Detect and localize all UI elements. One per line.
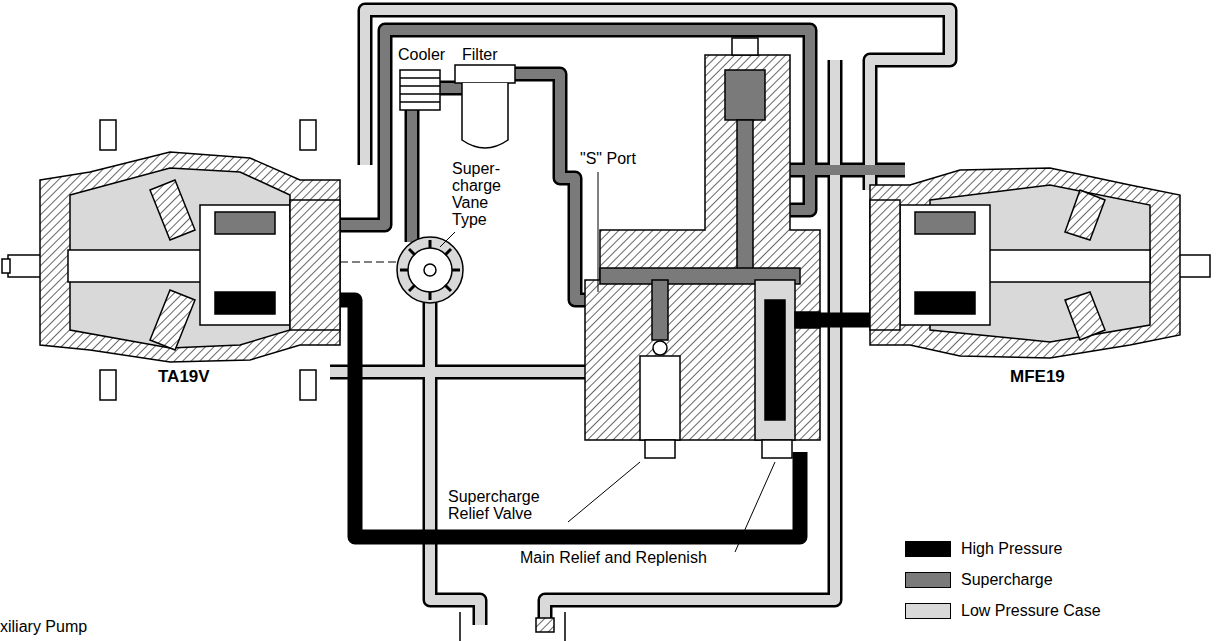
leader-line xyxy=(440,172,775,552)
figure-caption: xiliary Pump xyxy=(0,618,87,635)
component-label: Cooler xyxy=(398,46,445,63)
vane-pump xyxy=(397,237,463,303)
part-name: MFE19 xyxy=(1010,368,1065,385)
legend-row: Supercharge xyxy=(905,571,1053,589)
port-label: "S" Port xyxy=(580,150,636,167)
low-pressure-pipe xyxy=(330,10,950,625)
valve-manifold xyxy=(585,38,820,458)
filter xyxy=(455,65,515,148)
motor-body xyxy=(870,168,1210,358)
legend-text: Low Pressure Case xyxy=(961,602,1101,620)
pump-body xyxy=(2,120,340,400)
component-label: Filter xyxy=(462,46,498,63)
pipe-outline xyxy=(330,10,950,625)
legend-row: Low Pressure Case xyxy=(905,602,1101,620)
legend-swatch xyxy=(905,572,951,588)
legend-swatch xyxy=(905,541,951,557)
legend-text: High Pressure xyxy=(961,540,1062,558)
valve-label: Supercharge Relief Valve xyxy=(448,488,568,522)
legend-swatch xyxy=(905,603,951,619)
reservoir xyxy=(460,612,565,641)
legend-text: Supercharge xyxy=(961,571,1053,589)
drive-shaft xyxy=(340,262,397,263)
cooler xyxy=(400,70,440,110)
part-name: TA19V xyxy=(158,368,210,385)
legend-row: High Pressure xyxy=(905,540,1062,558)
component-label: Super-charge Vane Type xyxy=(452,160,510,228)
valve-label: Main Relief and Replenish xyxy=(520,549,707,566)
